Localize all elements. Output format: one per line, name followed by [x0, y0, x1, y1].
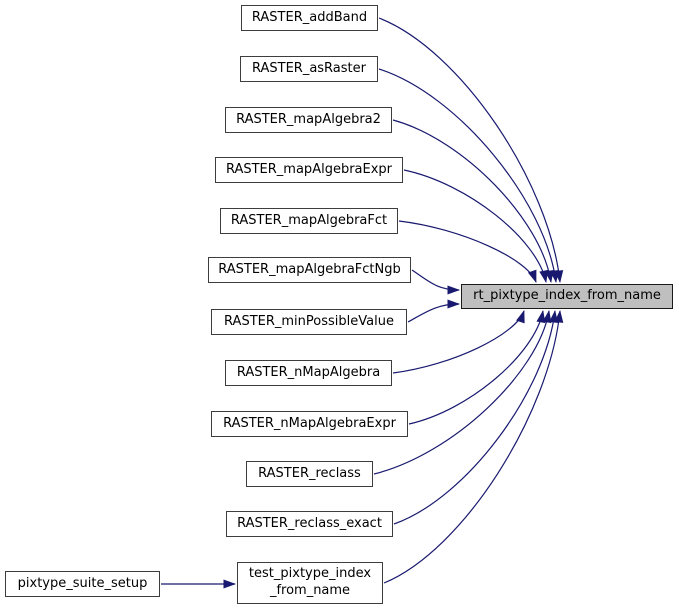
graph-node-label: RASTER_nMapAlgebra	[236, 364, 381, 380]
graph-node-RASTER_reclass_exact[interactable]: RASTER_reclass_exact	[226, 511, 393, 537]
graph-node-label: RASTER_mapAlgebraExpr	[225, 161, 393, 177]
graph-node-RASTER_mapAlgebraFctNgb[interactable]: RASTER_mapAlgebraFctNgb	[208, 257, 411, 283]
graph-node-label: rt_pixtype_index_from_name	[473, 288, 661, 304]
edge-RASTER_reclass-to-rt_pixtype_index_from_name	[373, 310, 552, 475]
graph-node-label: RASTER_mapAlgebraFctNgb	[218, 261, 401, 277]
graph-node-label: RASTER_mapAlgebra2	[236, 111, 381, 127]
graph-node-RASTER_mapAlgebraExpr[interactable]: RASTER_mapAlgebraExpr	[215, 157, 403, 183]
graph-node-RASTER_nMapAlgebra[interactable]: RASTER_nMapAlgebra	[225, 360, 392, 386]
edge-RASTER_mapAlgebraFct-to-rt_pixtype_index_from_name	[398, 220, 537, 283]
graph-node-RASTER_minPossibleValue[interactable]: RASTER_minPossibleValue	[211, 309, 407, 335]
graph-node-label: pixtype_suite_setup	[17, 575, 148, 591]
graph-node-label: RASTER_reclass	[258, 465, 361, 481]
edge-RASTER_nMapAlgebra-to-rt_pixtype_index_from_name	[392, 310, 525, 374]
edge-RASTER_mapAlgebra2-to-rt_pixtype_index_from_name	[392, 119, 554, 283]
graph-node-label: RASTER_addBand	[251, 9, 368, 25]
graph-node-RASTER_mapAlgebraFct[interactable]: RASTER_mapAlgebraFct	[220, 208, 398, 234]
graph-node-label: RASTER_reclass_exact	[237, 515, 382, 531]
graph-node-RASTER_mapAlgebra2[interactable]: RASTER_mapAlgebra2	[225, 107, 392, 133]
graph-node-RASTER_asRaster[interactable]: RASTER_asRaster	[240, 56, 378, 82]
graph-node-RASTER_reclass[interactable]: RASTER_reclass	[246, 461, 373, 487]
graph-node-pixtype_suite_setup[interactable]: pixtype_suite_setup	[5, 571, 160, 597]
graph-node-label: RASTER_minPossibleValue	[224, 313, 394, 329]
edge-RASTER_mapAlgebraFctNgb-to-rt_pixtype_index_from_name	[411, 269, 460, 295]
graph-node-label: RASTER_nMapAlgebraExpr	[223, 415, 396, 431]
edges-group	[161, 17, 564, 589]
edge-RASTER_reclass_exact-to-rt_pixtype_index_from_name	[393, 310, 559, 525]
graph-node-RASTER_addBand[interactable]: RASTER_addBand	[241, 5, 378, 31]
edge-test_pixtype_index_from_name-to-rt_pixtype_index_from_name	[383, 310, 564, 584]
graph-node-label: RASTER_asRaster	[251, 60, 366, 76]
graph-node-label: _from_name	[269, 583, 351, 598]
graph-node-rt_pixtype_index_from_name: rt_pixtype_index_from_name	[461, 284, 673, 309]
edge-RASTER_nMapAlgebraExpr-to-rt_pixtype_index_from_name	[408, 310, 546, 425]
edge-RASTER_addBand-to-rt_pixtype_index_from_name	[378, 17, 564, 283]
edge-RASTER_minPossibleValue-to-rt_pixtype_index_from_name	[407, 299, 460, 323]
graph-node-RASTER_nMapAlgebraExpr[interactable]: RASTER_nMapAlgebraExpr	[211, 411, 408, 437]
graph-node-label: RASTER_mapAlgebraFct	[230, 212, 388, 228]
edge-RASTER_mapAlgebraExpr-to-rt_pixtype_index_from_name	[403, 169, 549, 283]
graph-node-label: test_pixtype_index	[248, 566, 372, 582]
edge-RASTER_asRaster-to-rt_pixtype_index_from_name	[378, 68, 559, 283]
graph-node-test_pixtype_index_from_name[interactable]: test_pixtype_index_from_name	[237, 562, 383, 604]
